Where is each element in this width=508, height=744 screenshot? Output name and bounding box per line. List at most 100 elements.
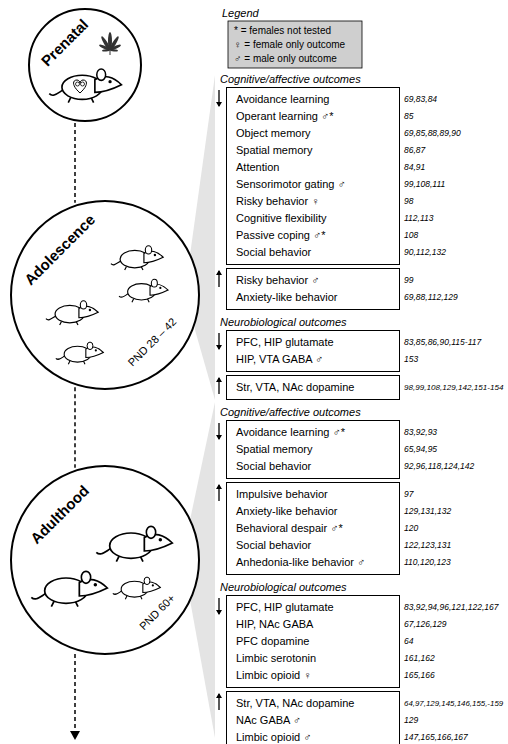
- legend-entry: ♂ = male only outcome: [234, 52, 337, 65]
- leaf-stem: [110, 50, 111, 55]
- outcome-item: Impulsive behavior: [227, 486, 399, 503]
- outcome-item: Risky behavior ♀: [227, 193, 399, 210]
- outcome-box: Risky behavior ♂Anxiety-like behavior: [226, 268, 400, 310]
- reference-numbers: 67,126,129: [404, 616, 447, 633]
- outcome-item: Object memory: [227, 125, 399, 142]
- adolescent-rat: [111, 246, 163, 270]
- adult-rat: [96, 526, 172, 561]
- section-heading: Cognitive/affective outcomes: [220, 72, 361, 86]
- reference-numbers: 92,96,118,124,142: [404, 458, 474, 475]
- outcome-item: PFC, HIP glutamate: [227, 334, 399, 351]
- cannabis-leaf: [98, 32, 121, 55]
- outcome-item: Risky behavior ♂: [227, 272, 399, 289]
- reference-numbers: 86,87: [404, 142, 425, 159]
- leaflet: [98, 44, 110, 52]
- reference-numbers: 165,166: [404, 667, 435, 684]
- outcome-item: Cognitive flexibility: [227, 210, 399, 227]
- outcome-item: Social behavior: [227, 458, 399, 475]
- outcome-item: HIP, VTA GABA ♂: [227, 351, 399, 368]
- reference-numbers: 84,91: [404, 159, 425, 176]
- outcome-item: Sensorimotor gating ♂: [227, 176, 399, 193]
- outcome-item: Social behavior: [227, 244, 399, 261]
- outcome-item: Passive coping ♂*: [227, 227, 399, 244]
- reference-numbers: 122,123,131: [404, 537, 451, 554]
- reference-numbers: 161,162: [404, 650, 435, 667]
- reference-numbers: 98,99,108,129,142,151-154: [404, 379, 503, 396]
- reference-numbers: 69,83,84: [404, 91, 437, 108]
- section-heading: Neurobiological outcomes: [220, 315, 347, 329]
- fetus: [81, 82, 85, 86]
- reference-numbers: 99,108,111: [404, 176, 445, 193]
- reference-numbers: 65,94,95: [404, 441, 437, 458]
- timeline-dashed-line: [74, 654, 76, 732]
- timeline-arrowhead: [70, 731, 80, 740]
- legend-entry: ♀ = female only outcome: [234, 38, 345, 51]
- section-heading: Cognitive/affective outcomes: [220, 405, 361, 419]
- outcome-box: PFC, HIP glutamateHIP, VTA GABA ♂: [226, 330, 400, 372]
- trend-arrowhead: [216, 270, 222, 275]
- trend-arrowhead: [216, 693, 222, 698]
- circle-fill: [29, 9, 141, 121]
- young-rat: [113, 577, 160, 599]
- adolescent-rat: [119, 279, 168, 302]
- outcome-item: Anxiety-like behavior: [227, 503, 399, 520]
- circle-fill: [11, 201, 199, 389]
- reference-numbers: 110,120,123: [404, 554, 451, 571]
- fetus: [76, 82, 80, 86]
- pregnant-rat: [49, 69, 121, 103]
- outcome-box: Avoidance learningOperant learning ♂*Obj…: [226, 87, 400, 265]
- section-heading: Legend: [222, 6, 259, 20]
- outcome-item: Avoidance learning ♂*: [227, 424, 399, 441]
- stage-circle: AdulthoodPND 60+: [10, 465, 200, 655]
- outcome-item: PFC dopamine: [227, 633, 399, 650]
- timeline-connector: [74, 123, 76, 203]
- outcome-box: Avoidance learning ♂*Spatial memorySocia…: [226, 420, 400, 479]
- outcome-item: Str, VTA, NAc dopamine: [227, 695, 399, 712]
- outcome-item: Limbic opioid ♂: [227, 729, 399, 744]
- reference-numbers: 120: [404, 520, 418, 537]
- age-range: PND 28 – 42: [125, 315, 178, 368]
- outcome-item: Limbic serotonin: [227, 650, 399, 667]
- adolescent-rat: [46, 301, 98, 325]
- reference-numbers: 99: [404, 272, 413, 289]
- outcome-box: Str, VTA, NAc dopamineNAc GABA ♂Limbic o…: [226, 691, 400, 744]
- stage-title: Adolescence: [21, 211, 98, 288]
- outcome-box: Str, VTA, NAc dopamine: [226, 375, 400, 400]
- reference-numbers: 83,92,93: [404, 424, 437, 441]
- outcome-box: Impulsive behaviorAnxiety-like behaviorB…: [226, 482, 400, 575]
- reference-numbers: 69,88,112,129: [404, 289, 458, 306]
- reference-numbers: 97: [404, 486, 413, 503]
- outcome-item: PFC, HIP glutamate: [227, 599, 399, 616]
- adolescent-rat: [56, 342, 103, 364]
- outcome-box: PFC, HIP glutamateHIP, NAc GABAPFC dopam…: [226, 595, 400, 688]
- reference-numbers: 108: [404, 227, 418, 244]
- outcome-item: Str, VTA, NAc dopamine: [227, 379, 399, 396]
- circle-fill: [11, 466, 199, 654]
- stage-title: Prenatal: [38, 16, 92, 70]
- reference-numbers: 153: [404, 351, 418, 368]
- trend-arrowhead: [216, 484, 222, 489]
- adult-rat: [31, 571, 107, 606]
- outcome-item: Avoidance learning: [227, 91, 399, 108]
- reference-numbers: 129,131,132: [404, 503, 451, 520]
- trend-arrowhead: [216, 102, 222, 107]
- reference-numbers: 112,113: [404, 210, 433, 227]
- stage-title: Adulthood: [28, 483, 93, 548]
- trend-arrowhead: [216, 610, 222, 615]
- outcome-item: Spatial memory: [227, 441, 399, 458]
- trend-arrowhead: [216, 345, 222, 350]
- legend-entry: * = females not tested: [234, 24, 331, 37]
- reference-numbers: 64: [404, 633, 413, 650]
- outcome-item: Behavioral despair ♂*: [227, 520, 399, 537]
- reference-numbers: 129: [404, 712, 418, 729]
- age-range: PND 60+: [137, 592, 177, 632]
- uterus: [74, 80, 87, 93]
- stage-circle: Prenatal: [28, 8, 142, 122]
- legend-box: [228, 21, 362, 68]
- outcome-item: Anxiety-like behavior: [227, 289, 399, 306]
- outcome-item: NAc GABA ♂: [227, 712, 399, 729]
- zoom-wedge: [190, 75, 215, 400]
- leaflet: [102, 49, 110, 52]
- reference-numbers: 64,97,129,145,146,155,-159: [404, 695, 503, 712]
